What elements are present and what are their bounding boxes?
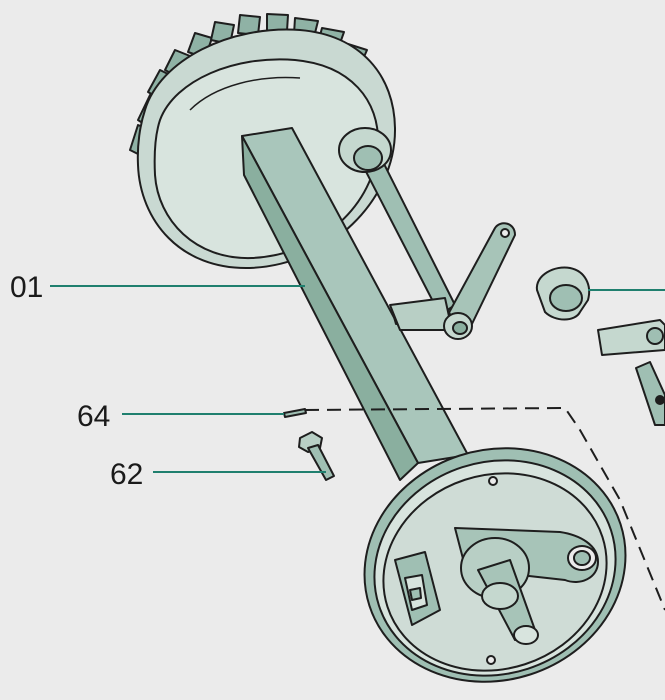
bracket-plate bbox=[597, 319, 665, 356]
pivot-inner bbox=[452, 321, 468, 335]
shoe-bracket-notch bbox=[409, 587, 422, 601]
swing-arm-hole bbox=[500, 228, 510, 238]
cam-lever-eye-inner bbox=[573, 550, 591, 566]
small-parts bbox=[283, 408, 335, 481]
bracket-bolt-hole bbox=[655, 395, 665, 405]
backplate-hole-top bbox=[488, 476, 498, 486]
drum-hub-inner bbox=[353, 145, 383, 171]
leader-lines bbox=[50, 285, 665, 473]
bracket-hole bbox=[646, 327, 664, 345]
spindle-tip bbox=[513, 625, 539, 645]
bushing-bore bbox=[549, 284, 583, 312]
axle-beam-side-face bbox=[241, 135, 419, 481]
assembly-guide-dashed bbox=[304, 406, 665, 611]
bracket-bolt bbox=[635, 361, 665, 426]
link-bracket bbox=[389, 297, 453, 331]
loose-parts bbox=[535, 266, 665, 426]
callout-label-64: 64 bbox=[77, 400, 110, 433]
pin-64 bbox=[283, 408, 307, 418]
callout-label-01: 01 bbox=[10, 271, 43, 304]
brake-backplate bbox=[363, 447, 627, 683]
callout-label-62: 62 bbox=[110, 458, 143, 491]
bolt-62-shank bbox=[307, 444, 335, 481]
drum-highlight bbox=[189, 76, 301, 111]
axle-beam bbox=[241, 127, 469, 481]
spindle-collar bbox=[481, 582, 519, 610]
swing-arm bbox=[444, 222, 516, 329]
backplate-hole-bottom bbox=[486, 655, 496, 665]
torsion-arm bbox=[338, 127, 516, 340]
